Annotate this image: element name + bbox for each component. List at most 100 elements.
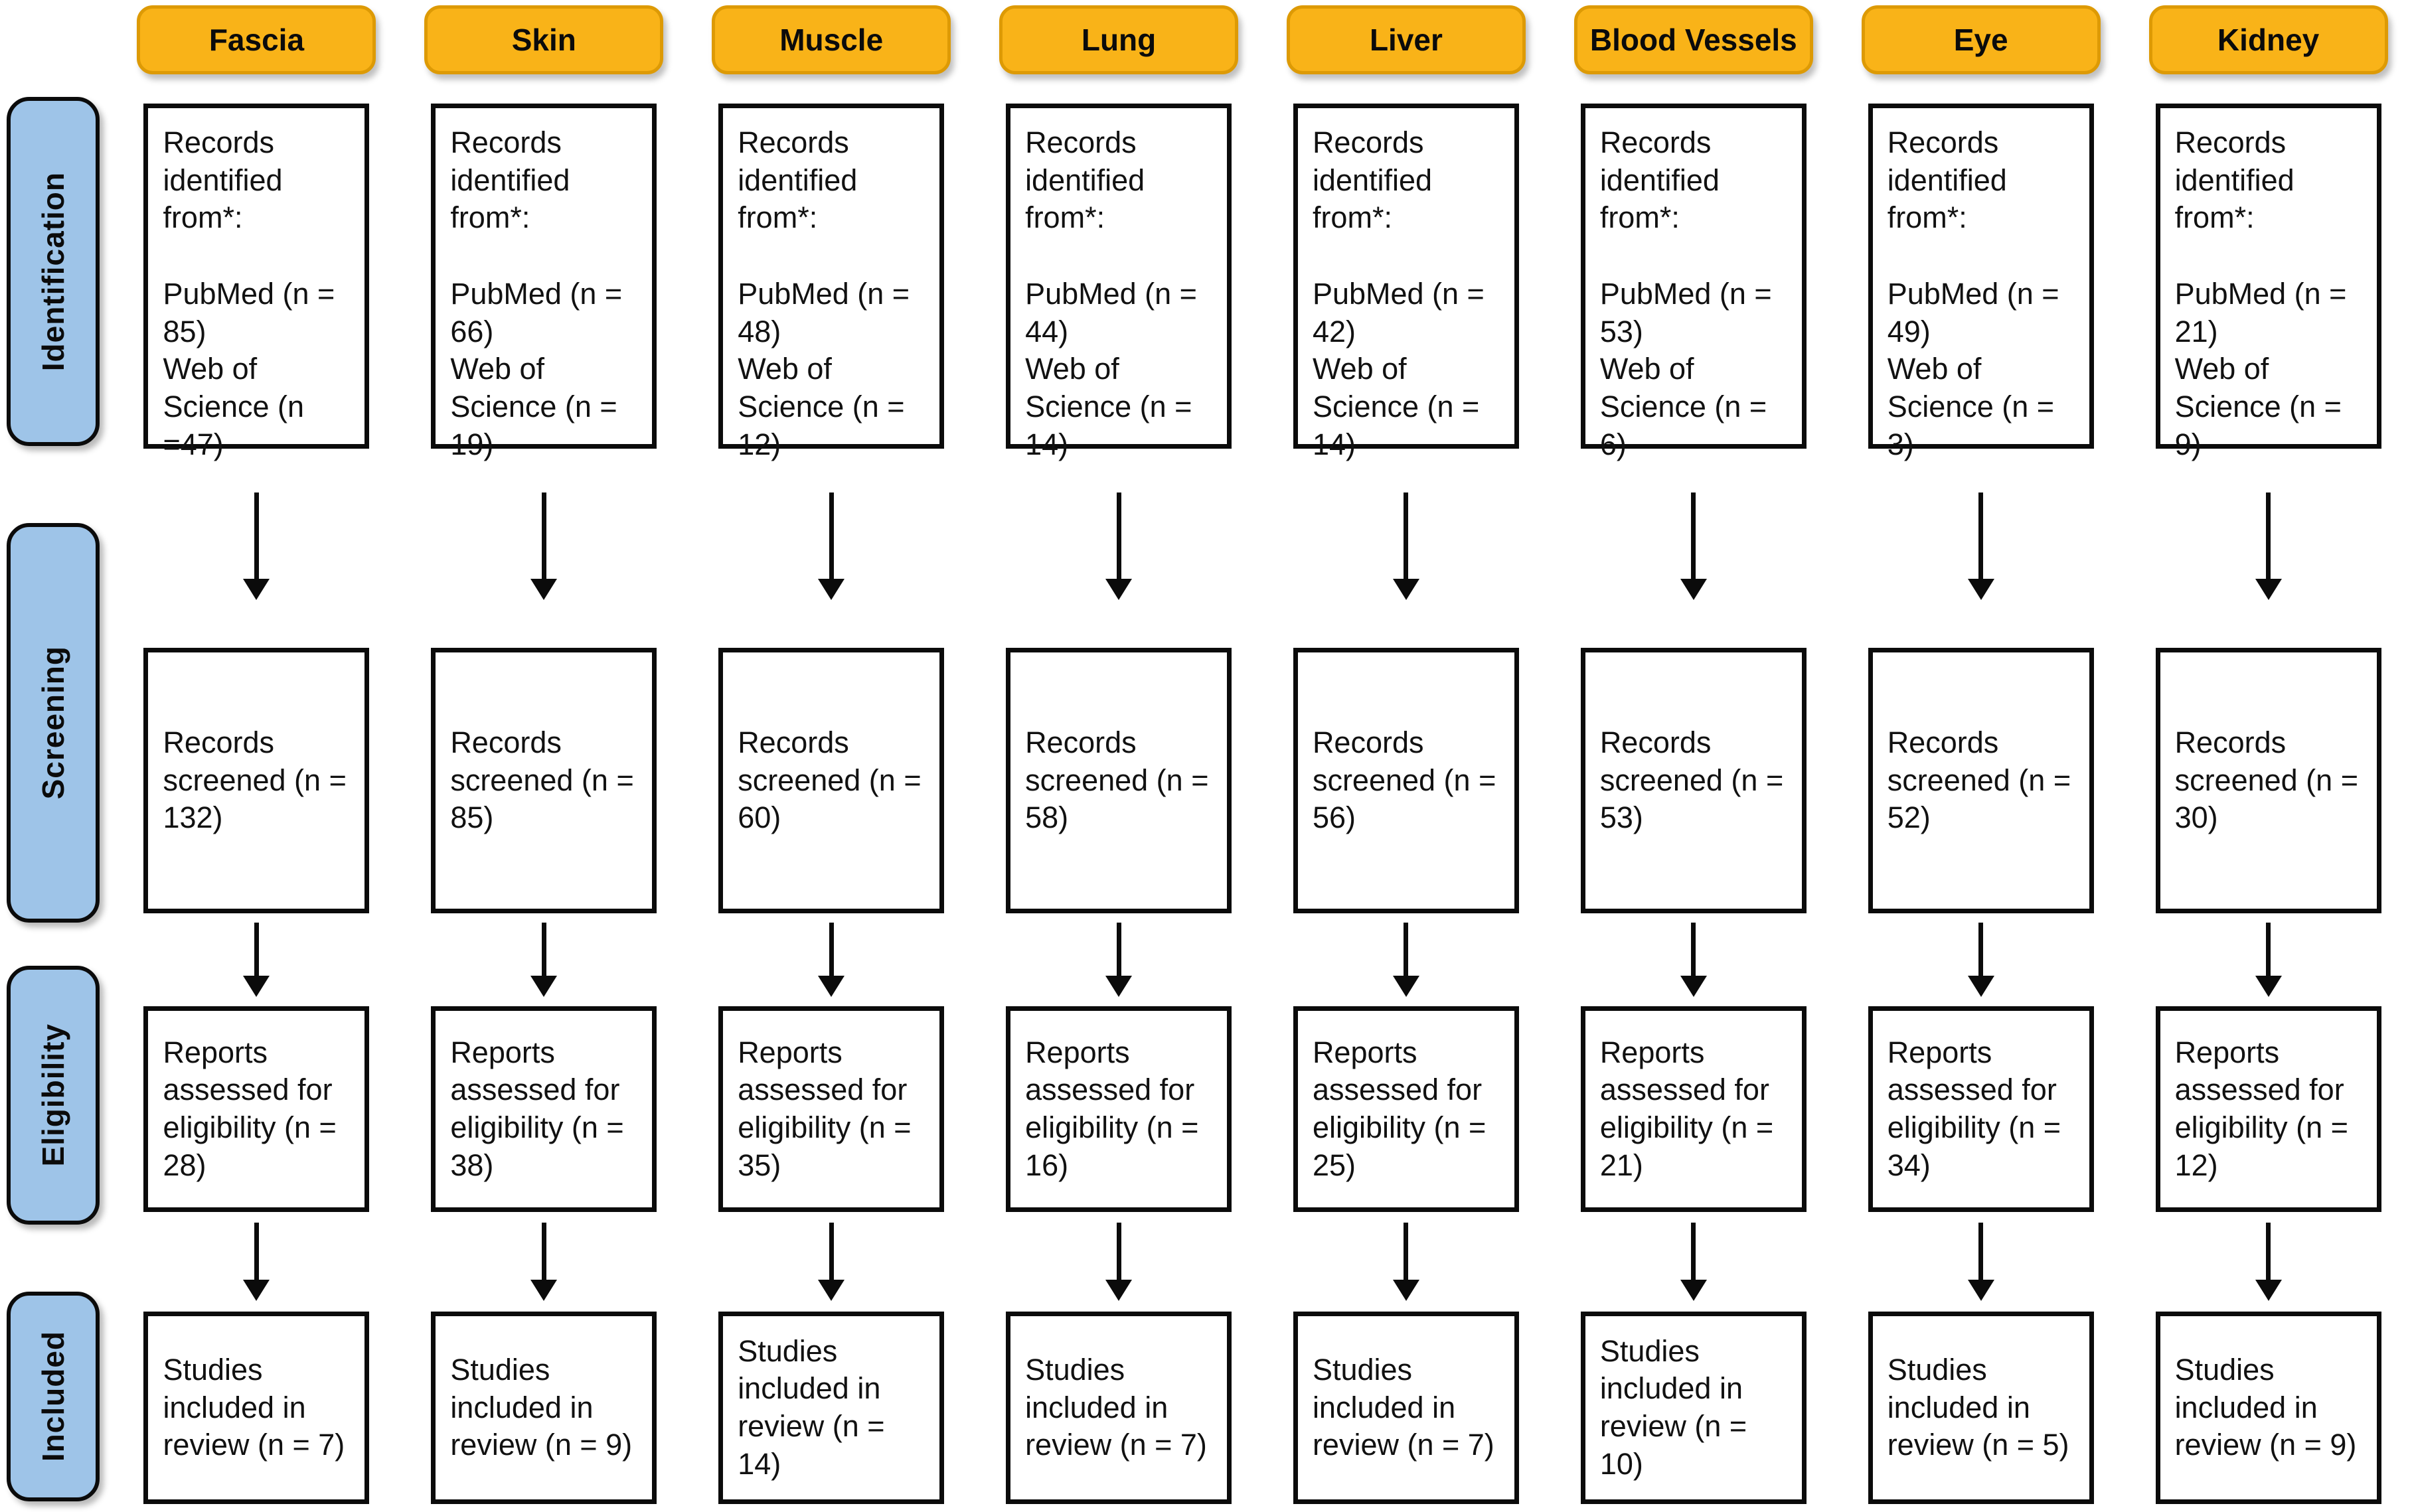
screened-text: Records screened (n = 56) [1312,725,1496,835]
records-screened-box: Records screened (n = 60) [718,648,945,913]
records-identified-box: Records identified from*: PubMed (n = 66… [431,104,657,461]
down-arrow-icon [530,1212,558,1312]
down-arrow-icon [2255,449,2282,648]
down-arrow-icon [1680,1212,1707,1312]
stage-label-identification: Identification [7,97,100,446]
assessed-text: Reports assessed for eligibility (n = 28… [163,1035,337,1182]
down-arrow-icon [1967,449,1994,648]
web-of-science-count: Web of Science (n = 19) [450,352,617,461]
column-fascia: Fascia Records identified from*: PubMed … [113,0,400,1512]
organ-header-badge: Lung [999,5,1239,74]
pubmed-count: PubMed (n = 53) [1599,277,1772,348]
pubmed-count: PubMed (n = 42) [1312,277,1485,348]
organ-header-badge: Muscle [712,5,951,74]
column-eye: Eye Records identified from*: PubMed (n … [1837,0,2125,1512]
identified-intro: Records identified from*: [450,125,570,235]
assessed-text: Reports assessed for eligibility (n = 35… [738,1035,912,1182]
records-screened-box: Records screened (n = 52) [1868,648,2094,913]
reports-assessed-box: Reports assessed for eligibility (n = 21… [1580,1006,1807,1212]
down-arrow-icon [1392,1212,1419,1312]
stage-label-text: Eligibility [36,1023,70,1167]
records-identified-box: Records identified from*: PubMed (n = 48… [718,104,945,461]
records-screened-box: Records screened (n = 30) [2155,648,2381,913]
down-arrow-icon [530,449,558,648]
reports-assessed-box: Reports assessed for eligibility (n = 25… [1293,1006,1519,1212]
assessed-text: Reports assessed for eligibility (n = 16… [1025,1035,1199,1182]
records-screened-box: Records screened (n = 58) [1006,648,1232,913]
pubmed-count: PubMed (n = 21) [2174,277,2347,348]
identified-intro: Records identified from*: [1025,125,1145,235]
identified-intro: Records identified from*: [1312,125,1433,235]
assessed-text: Reports assessed for eligibility (n = 21… [1599,1035,1774,1182]
pubmed-count: PubMed (n = 66) [450,277,623,348]
stage-label-eligibility: Eligibility [7,966,100,1225]
studies-included-box: Studies included in review (n = 14) [718,1312,945,1504]
identified-intro: Records identified from*: [1887,125,2007,235]
screened-text: Records screened (n = 53) [1599,725,1784,835]
included-text: Studies included in review (n = 7) [163,1352,345,1462]
stage-label-screening: Screening [7,523,100,923]
organ-header-badge: Fascia [137,5,376,74]
web-of-science-count: Web of Science (n = 14) [1312,352,1480,461]
down-arrow-icon [818,449,845,648]
down-arrow-icon [1105,449,1133,648]
flow-columns: Fascia Records identified from*: PubMed … [113,0,2412,1512]
pubmed-count: PubMed (n = 85) [163,277,335,348]
down-arrow-icon [1392,449,1419,648]
reports-assessed-box: Reports assessed for eligibility (n = 28… [143,1006,370,1212]
web-of-science-count: Web of Science (n = 3) [1887,352,2055,461]
web-of-science-count: Web of Science (n = 14) [1025,352,1192,461]
organ-header-badge: Blood Vessels [1573,5,1813,74]
screened-text: Records screened (n = 30) [2174,725,2358,835]
identified-intro: Records identified from*: [1599,125,1720,235]
pubmed-count: PubMed (n = 44) [1025,277,1197,348]
records-identified-box: Records identified from*: PubMed (n = 44… [1006,104,1232,461]
organ-header-badge: Kidney [2148,5,2388,74]
down-arrow-icon [1967,1212,1994,1312]
stage-label-text: Screening [36,646,70,800]
stage-label-text: Identification [36,171,70,372]
records-identified-box: Records identified from*: PubMed (n = 85… [143,104,370,461]
down-arrow-icon [530,913,558,1006]
down-arrow-icon [243,913,270,1006]
assessed-text: Reports assessed for eligibility (n = 34… [1887,1035,2061,1182]
column-muscle: Muscle Records identified from*: PubMed … [688,0,975,1512]
assessed-text: Reports assessed for eligibility (n = 25… [1312,1035,1487,1182]
down-arrow-icon [1967,913,1994,1006]
web-of-science-count: Web of Science (n =47) [163,352,305,461]
identified-intro: Records identified from*: [163,125,283,235]
studies-included-box: Studies included in review (n = 9) [2155,1312,2381,1504]
included-text: Studies included in review (n = 7) [1312,1352,1494,1462]
records-identified-box: Records identified from*: PubMed (n = 21… [2155,104,2381,461]
reports-assessed-box: Reports assessed for eligibility (n = 34… [1868,1006,2094,1212]
records-screened-box: Records screened (n = 85) [431,648,657,913]
records-screened-box: Records screened (n = 53) [1580,648,1807,913]
down-arrow-icon [243,449,270,648]
included-text: Studies included in review (n = 10) [1599,1333,1747,1481]
records-identified-box: Records identified from*: PubMed (n = 49… [1868,104,2094,461]
organ-header-badge: Skin [424,5,664,74]
column-liver: Liver Records identified from*: PubMed (… [1263,0,1550,1512]
web-of-science-count: Web of Science (n = 6) [1599,352,1767,461]
screened-text: Records screened (n = 58) [1025,725,1209,835]
down-arrow-icon [2255,913,2282,1006]
included-text: Studies included in review (n = 9) [2174,1352,2357,1462]
column-blood-vessels: Blood Vessels Records identified from*: … [1550,0,1837,1512]
screened-text: Records screened (n = 52) [1887,725,2071,835]
organ-header-badge: Liver [1286,5,1526,74]
down-arrow-icon [243,1212,270,1312]
reports-assessed-box: Reports assessed for eligibility (n = 38… [431,1006,657,1212]
stage-rail: Identification Screening Eligibility Inc… [0,0,113,1512]
records-screened-box: Records screened (n = 56) [1293,648,1519,913]
included-text: Studies included in review (n = 9) [450,1352,633,1462]
screened-text: Records screened (n = 85) [450,725,634,835]
reports-assessed-box: Reports assessed for eligibility (n = 16… [1006,1006,1232,1212]
pubmed-count: PubMed (n = 48) [738,277,910,348]
reports-assessed-box: Reports assessed for eligibility (n = 12… [2155,1006,2381,1212]
down-arrow-icon [1680,449,1707,648]
records-screened-box: Records screened (n = 132) [143,648,370,913]
web-of-science-count: Web of Science (n = 12) [738,352,905,461]
web-of-science-count: Web of Science (n = 9) [2174,352,2342,461]
column-skin: Skin Records identified from*: PubMed (n… [400,0,688,1512]
